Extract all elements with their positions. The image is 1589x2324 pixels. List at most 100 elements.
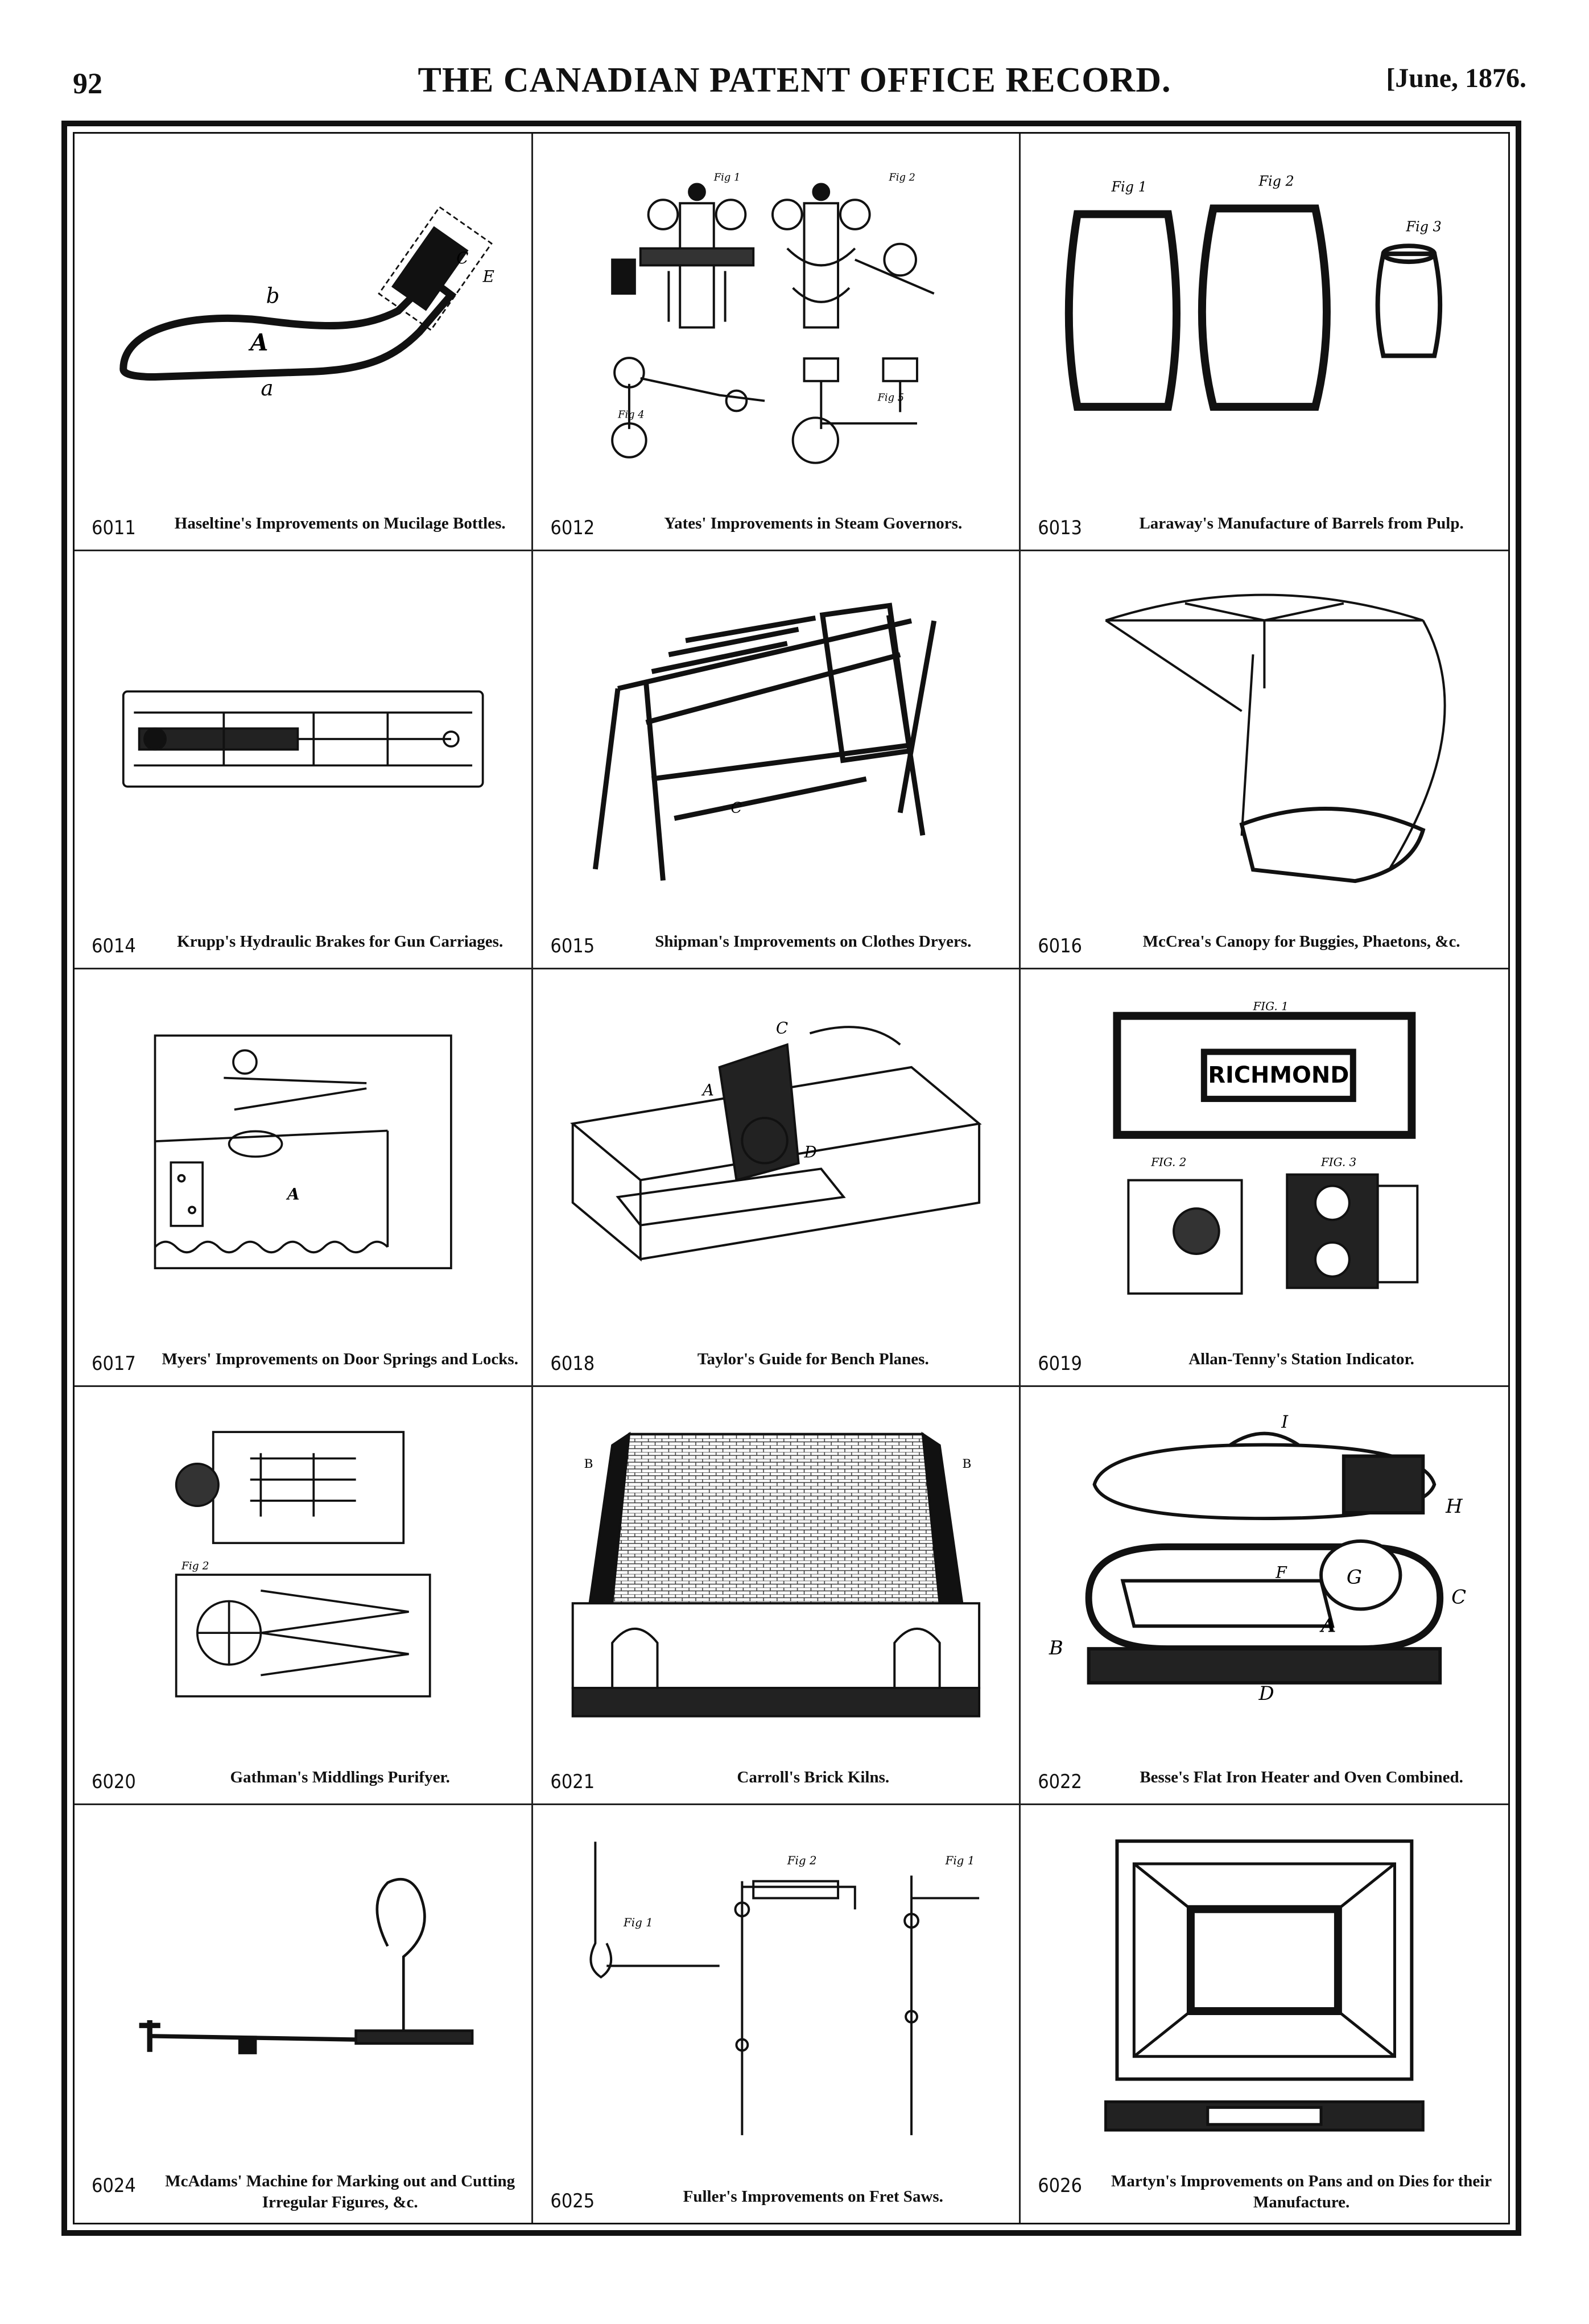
patent-grid-inner-frame: b A a C E 6011 Haseltine's Improvements … (73, 132, 1510, 2224)
pan-dies-illustration (1038, 1822, 1491, 2154)
label-fig2: Fig 2 (1258, 174, 1294, 189)
label-fig1: Fig 1 (623, 1916, 653, 1929)
label-C: C (731, 800, 742, 817)
caption-6014: 6014 Krupp's Hydraulic Brakes for Gun Ca… (92, 931, 520, 957)
label-fig2: Fig 2 (889, 172, 916, 184)
patent-title: Allan-Tenny's Station Indicator. (1188, 1350, 1414, 1369)
patent-cell-6020: Fig 2 6020 Gathman's Middlings Purifyer. (75, 1387, 534, 1805)
brick-kiln-illustration: B B (550, 1404, 1002, 1735)
patent-cell-6016: 6016 McCrea's Canopy for Buggies, Phaeto… (1021, 551, 1508, 969)
label-fig5: Fig 5 (877, 392, 905, 404)
caption-6013: 6013 Laraway's Manufacture of Barrels fr… (1038, 513, 1497, 539)
patent-number: 6022 (1038, 1770, 1083, 1793)
patent-title: Fuller's Improvements on Fret Saws. (683, 2187, 943, 2206)
richmond-sign: RICHMOND (1208, 1062, 1349, 1088)
patent-title: Haseltine's Improvements on Mucilage Bot… (174, 514, 506, 533)
patent-title: Gathman's Middlings Purifyer. (230, 1768, 450, 1786)
caption-6018: 6018 Taylor's Guide for Bench Planes. (550, 1349, 1008, 1375)
patent-number: 6014 (92, 934, 136, 957)
label-b: b (266, 283, 280, 308)
patent-grid-frame: b A a C E 6011 Haseltine's Improvements … (61, 121, 1521, 2236)
patent-number: 6013 (1038, 517, 1083, 540)
label-F: F (1276, 1563, 1288, 1582)
station-indicator-illustration: FIG. 1 RICHMOND FIG. 2 FIG. 3 (1038, 986, 1491, 1317)
patent-cell-6011: b A a C E 6011 Haseltine's Improvements … (75, 134, 534, 552)
patent-number: 6015 (550, 934, 595, 957)
label-a: a (261, 376, 273, 401)
patent-title: Besse's Flat Iron Heater and Oven Combin… (1140, 1768, 1463, 1786)
patent-cell-6012: Fig 1 Fig 2 Fig 4 Fig 5 6012 Yates' Impr… (533, 134, 1021, 552)
patent-title: Carroll's Brick Kilns. (737, 1768, 890, 1786)
label-fig1: FIG. 1 (1253, 1000, 1289, 1013)
caption-6016: 6016 McCrea's Canopy for Buggies, Phaeto… (1038, 931, 1497, 957)
patent-cell-6017: A 6017 Myers' Improvements on Door Sprin… (75, 969, 534, 1388)
label-E: E (482, 267, 494, 286)
patent-number: 6012 (550, 517, 595, 540)
door-spring-illustration: A (92, 986, 514, 1317)
caption-6011: 6011 Haseltine's Improvements on Mucilag… (92, 513, 520, 539)
label-H: H (1445, 1495, 1463, 1517)
patent-cell-6015: C 6015 Shipman's Improvements on Clothes… (533, 551, 1021, 969)
label-C: C (776, 1018, 788, 1037)
patent-cell-6025: Fig 1 Fig 2 Fig 1 6025 Fuller's Improvem… (533, 1805, 1021, 2223)
patent-cell-6014: 6014 Krupp's Hydraulic Brakes for Gun Ca… (75, 551, 534, 969)
patent-number: 6017 (92, 1352, 136, 1376)
label-fig3: Fig 3 (1406, 218, 1442, 234)
caption-6012: 6012 Yates' Improvements in Steam Govern… (550, 513, 1008, 539)
pulp-barrel-illustration: Fig 1 Fig 2 Fig 3 (1038, 151, 1491, 481)
issue-date: [June, 1876. (1386, 63, 1526, 93)
caption-6015: 6015 Shipman's Improvements on Clothes D… (550, 931, 1008, 957)
patent-title: Yates' Improvements in Steam Governors. (664, 514, 963, 533)
caption-6019: 6019 Allan-Tenny's Station Indicator. (1038, 1349, 1497, 1375)
label-D: D (1258, 1682, 1274, 1704)
patent-title: Krupp's Hydraulic Brakes for Gun Carriag… (177, 932, 503, 951)
journal-title: THE CANADIAN PATENT OFFICE RECORD. (418, 61, 1171, 100)
patent-grid: b A a C E 6011 Haseltine's Improvements … (75, 134, 1508, 2223)
label-D: D (804, 1142, 817, 1161)
page-number: 92 (73, 68, 102, 100)
patent-title: Taylor's Guide for Bench Planes. (697, 1350, 929, 1369)
caption-6020: 6020 Gathman's Middlings Purifyer. (92, 1767, 520, 1793)
patent-cell-6026: 6026 Martyn's Improvements on Pans and o… (1021, 1805, 1508, 2223)
label-I: I (1281, 1413, 1289, 1433)
page-header: 92 THE CANADIAN PATENT OFFICE RECORD. [J… (0, 0, 1589, 119)
patent-number: 6016 (1038, 934, 1083, 957)
patent-cell-6019: FIG. 1 RICHMOND FIG. 2 FIG. 3 6019 Allan… (1021, 969, 1508, 1388)
patent-title: McCrea's Canopy for Buggies, Phaetons, &… (1142, 932, 1460, 951)
label-A: A (286, 1184, 300, 1203)
label-fig2: Fig 2 (787, 1854, 817, 1867)
patent-title: Shipman's Improvements on Clothes Dryers… (655, 932, 972, 951)
steam-governor-illustration: Fig 1 Fig 2 Fig 4 Fig 5 (550, 151, 1002, 481)
patent-cell-6022: I H C G F A B D 6022 Besse's Flat Iron H… (1021, 1387, 1508, 1805)
label-fig1: Fig 1 (1111, 179, 1147, 195)
label-C: C (1451, 1586, 1466, 1608)
fret-saw-illustration: Fig 1 Fig 2 Fig 1 (550, 1822, 1002, 2154)
caption-6026: 6026 Martyn's Improvements on Pans and o… (1038, 2171, 1497, 2212)
label-fig1b: Fig 1 (945, 1854, 975, 1867)
label-G: G (1347, 1566, 1362, 1588)
hydraulic-brake-illustration (92, 568, 514, 899)
label-C: C (456, 249, 468, 267)
patent-number: 6019 (1038, 1352, 1083, 1376)
patent-number: 6024 (92, 2174, 136, 2198)
label-A: A (248, 329, 269, 356)
label-fig3: FIG. 3 (1320, 1155, 1356, 1169)
buggy-canopy-illustration (1038, 568, 1491, 899)
patent-number: 6026 (1038, 2174, 1083, 2198)
patent-title: Laraway's Manufacture of Barrels from Pu… (1139, 514, 1464, 533)
patent-number: 6025 (550, 2189, 595, 2212)
caption-6024: 6024 McAdams' Machine for Marking out an… (92, 2171, 520, 2212)
patent-number: 6020 (92, 1770, 136, 1793)
label-fig1: Fig 1 (713, 172, 741, 184)
caption-6017: 6017 Myers' Improvements on Door Springs… (92, 1349, 520, 1375)
flat-iron-heater-illustration: I H C G F A B D (1038, 1404, 1491, 1735)
label-fig4: Fig 4 (617, 408, 645, 420)
patent-cell-6024: 6024 McAdams' Machine for Marking out an… (75, 1805, 534, 2223)
mucilage-bottle-illustration: b A a C E (92, 151, 514, 481)
caption-6025: 6025 Fuller's Improvements on Fret Saws. (550, 2186, 1008, 2212)
label-B: B (1049, 1637, 1063, 1659)
patent-title: McAdams' Machine for Marking out and Cut… (165, 2172, 515, 2211)
label-fig2: FIG. 2 (1150, 1155, 1186, 1169)
label-B-right: B (963, 1457, 972, 1471)
marking-machine-illustration (92, 1822, 514, 2154)
